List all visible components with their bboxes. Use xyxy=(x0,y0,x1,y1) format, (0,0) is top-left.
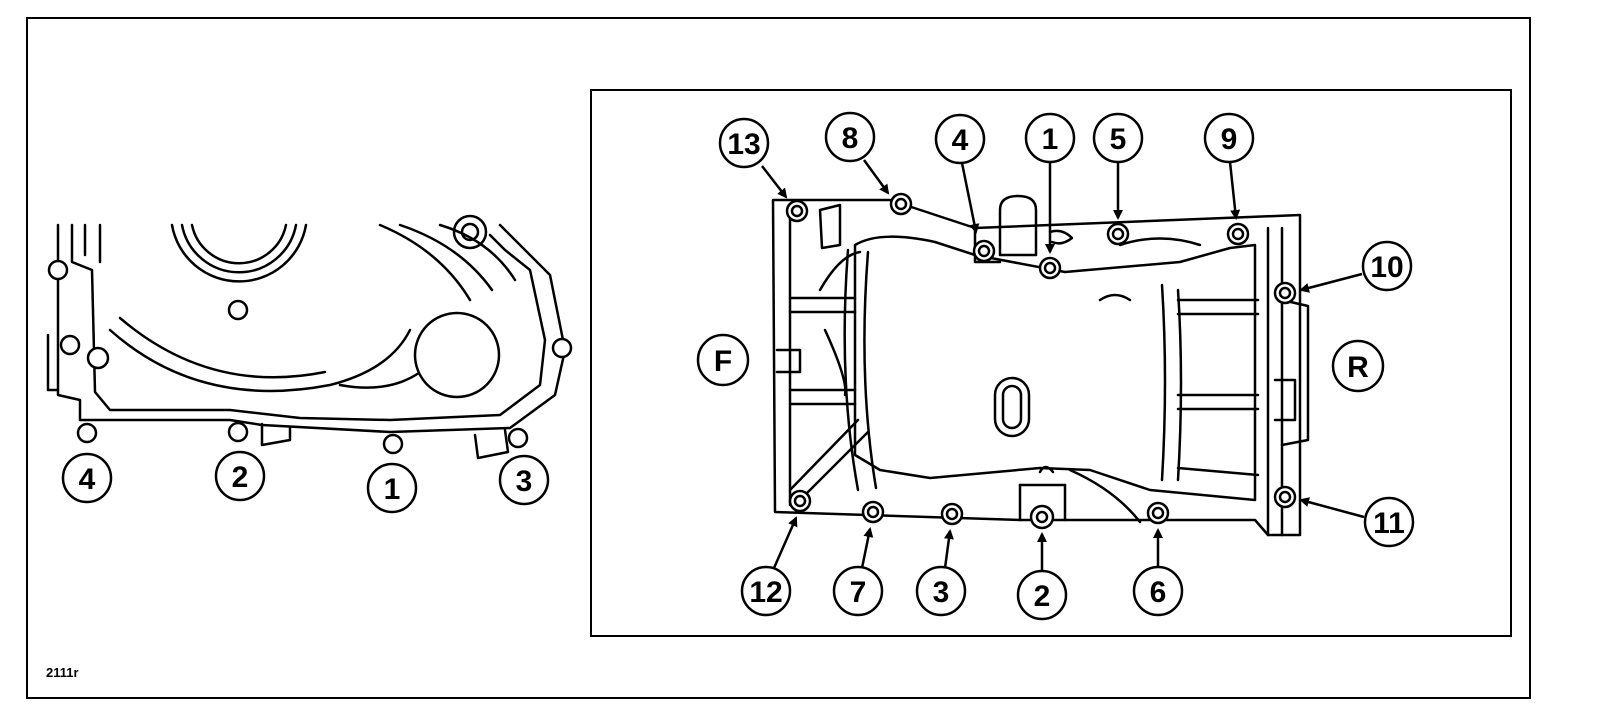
right-callout: 3 xyxy=(915,565,967,617)
bolt-hole xyxy=(790,204,804,218)
bolt-hole xyxy=(227,299,249,321)
left-callout: 4 xyxy=(61,452,113,504)
svg-text:9: 9 xyxy=(1221,123,1238,156)
svg-text:1: 1 xyxy=(1042,123,1059,156)
svg-text:11: 11 xyxy=(1373,507,1405,540)
left-bolt-holes xyxy=(47,259,573,455)
rear-label: R xyxy=(1331,339,1385,393)
leader-arrow xyxy=(772,516,798,569)
left-callout: 1 xyxy=(366,462,418,514)
inset-frame xyxy=(590,89,1512,637)
leader-arrow xyxy=(862,159,890,195)
right-callout: 7 xyxy=(832,565,884,617)
right-callout: 1 xyxy=(1024,112,1076,164)
right-callout: 6 xyxy=(1132,565,1184,617)
figure-code: 2111r xyxy=(46,665,79,680)
svg-text:10: 10 xyxy=(1370,251,1403,284)
leader-arrow xyxy=(960,162,980,234)
right-callout: 2 xyxy=(1016,569,1068,621)
cover-boss xyxy=(413,311,501,399)
svg-text:3: 3 xyxy=(516,465,533,498)
right-callout: 4 xyxy=(934,113,986,165)
leader-arrow xyxy=(761,165,788,199)
svg-text:5: 5 xyxy=(1110,123,1127,156)
svg-text:F: F xyxy=(714,345,732,378)
right-bolt-holes xyxy=(785,192,1297,530)
svg-text:6: 6 xyxy=(1150,576,1167,609)
timing-cover-drawing xyxy=(46,214,567,460)
bolt-hole xyxy=(59,334,81,356)
bolt-hole xyxy=(1151,506,1165,520)
leader-arrows xyxy=(761,159,1365,572)
svg-text:7: 7 xyxy=(850,576,867,609)
bolt-hole xyxy=(1278,490,1292,504)
leader-arrow xyxy=(860,527,874,569)
right-callout: 8 xyxy=(824,111,876,163)
right-callout: 10 xyxy=(1361,240,1413,292)
bolt-hole xyxy=(382,433,404,455)
bolt-hole xyxy=(86,346,110,370)
left-callout: 2 xyxy=(214,450,266,502)
svg-text:2: 2 xyxy=(232,461,249,494)
bolt-hole xyxy=(1043,261,1057,275)
leader-arrow xyxy=(1299,497,1365,519)
right-callout: 13 xyxy=(718,117,770,169)
svg-text:4: 4 xyxy=(952,124,969,157)
bolt-hole xyxy=(551,337,573,359)
bolt-hole xyxy=(945,507,959,521)
bolt-hole xyxy=(793,494,807,508)
right-callout: 5 xyxy=(1092,112,1144,164)
leader-arrow xyxy=(1299,272,1363,293)
svg-text:R: R xyxy=(1347,351,1369,384)
svg-text:12: 12 xyxy=(749,576,782,609)
svg-text:8: 8 xyxy=(842,122,859,155)
bolt-hole xyxy=(894,197,908,211)
front-label: F xyxy=(696,333,750,387)
bolt-hole xyxy=(1231,227,1245,241)
right-callout: 12 xyxy=(740,565,792,617)
bolt-hole xyxy=(76,422,98,444)
right-callout: 9 xyxy=(1203,112,1255,164)
svg-text:13: 13 xyxy=(727,128,760,161)
right-callout: 11 xyxy=(1363,496,1415,548)
bolt-hole xyxy=(866,505,880,519)
svg-text:2: 2 xyxy=(1034,580,1051,613)
svg-text:1: 1 xyxy=(384,473,401,506)
bolt-hole xyxy=(1111,227,1125,241)
leader-arrow xyxy=(1228,161,1241,220)
left-callout: 3 xyxy=(498,454,550,506)
svg-text:3: 3 xyxy=(933,576,950,609)
oil-pan-drawing xyxy=(771,194,1310,537)
bolt-hole xyxy=(1035,510,1049,524)
outer-frame xyxy=(26,17,1531,699)
svg-text:4: 4 xyxy=(79,463,96,496)
bolt-hole xyxy=(227,421,249,443)
bolt-hole xyxy=(47,259,69,281)
bolt-hole xyxy=(1278,286,1292,300)
bolt-hole xyxy=(507,427,529,449)
leader-arrow xyxy=(943,529,954,569)
bolt-hole xyxy=(977,244,991,258)
